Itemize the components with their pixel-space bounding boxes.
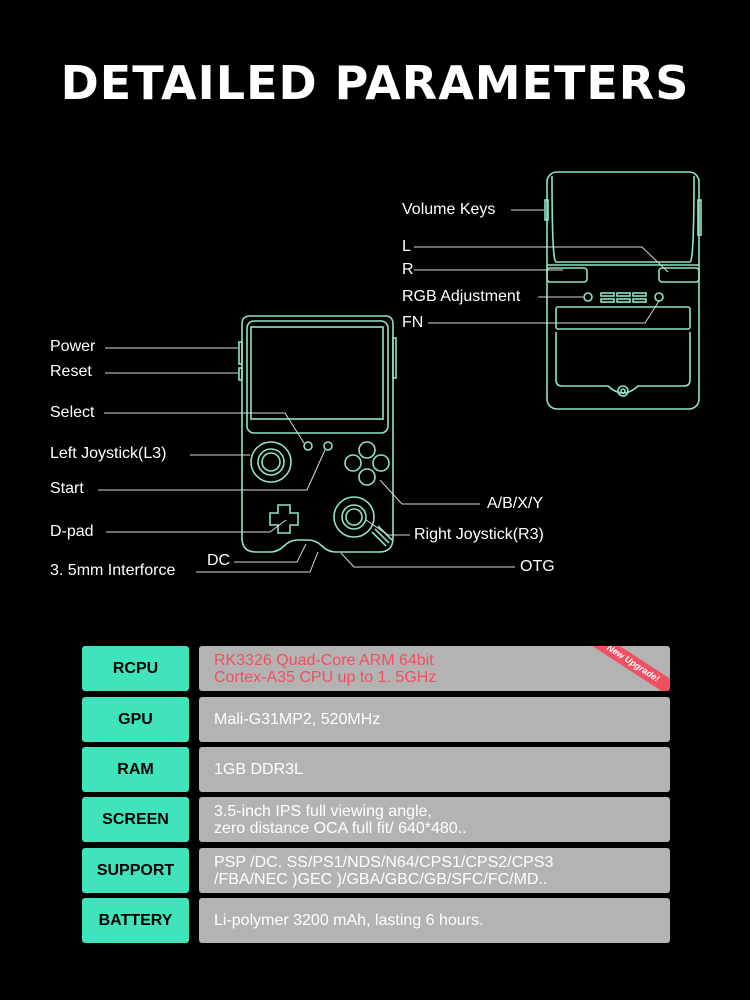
spec-row-battery: BATTERY Li-polymer 3200 mAh, lasting 6 h… <box>82 898 670 943</box>
leader-lines <box>98 209 669 573</box>
label-r: R <box>402 261 414 278</box>
spec-value: RK3326 Quad-Core ARM 64bit Cortex-A35 CP… <box>199 646 670 691</box>
device-diagram <box>98 171 702 573</box>
label-otg: OTG <box>520 558 555 575</box>
spec-row-rcpu: RCPU RK3326 Quad-Core ARM 64bit Cortex-A… <box>82 646 670 691</box>
spec-row-ram: RAM 1GB DDR3L <box>82 747 670 792</box>
page-title: DETAILED PARAMETERS <box>60 56 690 110</box>
label-jack: 3. 5mm Interforce <box>50 562 176 579</box>
spec-value-line: RK3326 Quad-Core ARM 64bit <box>214 651 434 669</box>
label-rgb-adjustment: RGB Adjustment <box>402 288 521 305</box>
label-fn: FN <box>402 314 424 331</box>
spec-row-screen: SCREEN 3.5-inch IPS full viewing angle, … <box>82 797 670 842</box>
spec-value: 1GB DDR3L <box>199 747 670 792</box>
label-start: Start <box>50 480 84 497</box>
spec-key: RAM <box>82 747 189 792</box>
spec-value: Mali-G31MP2, 520MHz <box>199 697 670 742</box>
label-volume-keys: Volume Keys <box>402 201 496 218</box>
spec-row-gpu: GPU Mali-G31MP2, 520MHz <box>82 697 670 742</box>
spec-value-line: zero distance OCA full fit/ 640*480.. <box>214 819 467 837</box>
spec-value-line: /FBA/NEC )GEC )/GBA/GBC/GB/SFC/FC/MD.. <box>214 870 548 888</box>
spec-value: Li-polymer 3200 mAh, lasting 6 hours. <box>199 898 670 943</box>
label-right-joystick: Right Joystick(R3) <box>414 526 544 543</box>
label-dc: DC <box>207 552 231 569</box>
spec-value-line: 3.5-inch IPS full viewing angle, <box>214 802 432 820</box>
device-front-view <box>238 315 397 553</box>
spec-value: PSP /DC. SS/PS1/NDS/N64/CPS1/CPS2/CPS3 /… <box>199 848 670 893</box>
label-dpad: D-pad <box>50 523 94 540</box>
spec-key: SUPPORT <box>82 848 189 893</box>
spec-value-line: Mali-G31MP2, 520MHz <box>214 711 381 728</box>
spec-key: GPU <box>82 697 189 742</box>
spec-value-line: PSP /DC. SS/PS1/NDS/N64/CPS1/CPS2/CPS3 <box>214 853 554 871</box>
spec-value-line: Li-polymer 3200 mAh, lasting 6 hours. <box>214 912 484 929</box>
spec-row-support: SUPPORT PSP /DC. SS/PS1/NDS/N64/CPS1/CPS… <box>82 848 670 893</box>
spec-value-line: 1GB DDR3L <box>214 761 303 778</box>
spec-value: 3.5-inch IPS full viewing angle, zero di… <box>199 797 670 842</box>
spec-key: RCPU <box>82 646 189 691</box>
spec-value-line: Cortex-A35 CPU up to 1. 5GHz <box>214 668 437 686</box>
label-l: L <box>402 238 411 255</box>
label-power: Power <box>50 338 96 355</box>
spec-key: SCREEN <box>82 797 189 842</box>
device-back-view <box>544 171 702 410</box>
spec-key: BATTERY <box>82 898 189 943</box>
label-select: Select <box>50 404 95 421</box>
label-abxy: A/B/X/Y <box>487 495 544 512</box>
label-reset: Reset <box>50 363 92 380</box>
label-left-joystick: Left Joystick(L3) <box>50 445 167 462</box>
